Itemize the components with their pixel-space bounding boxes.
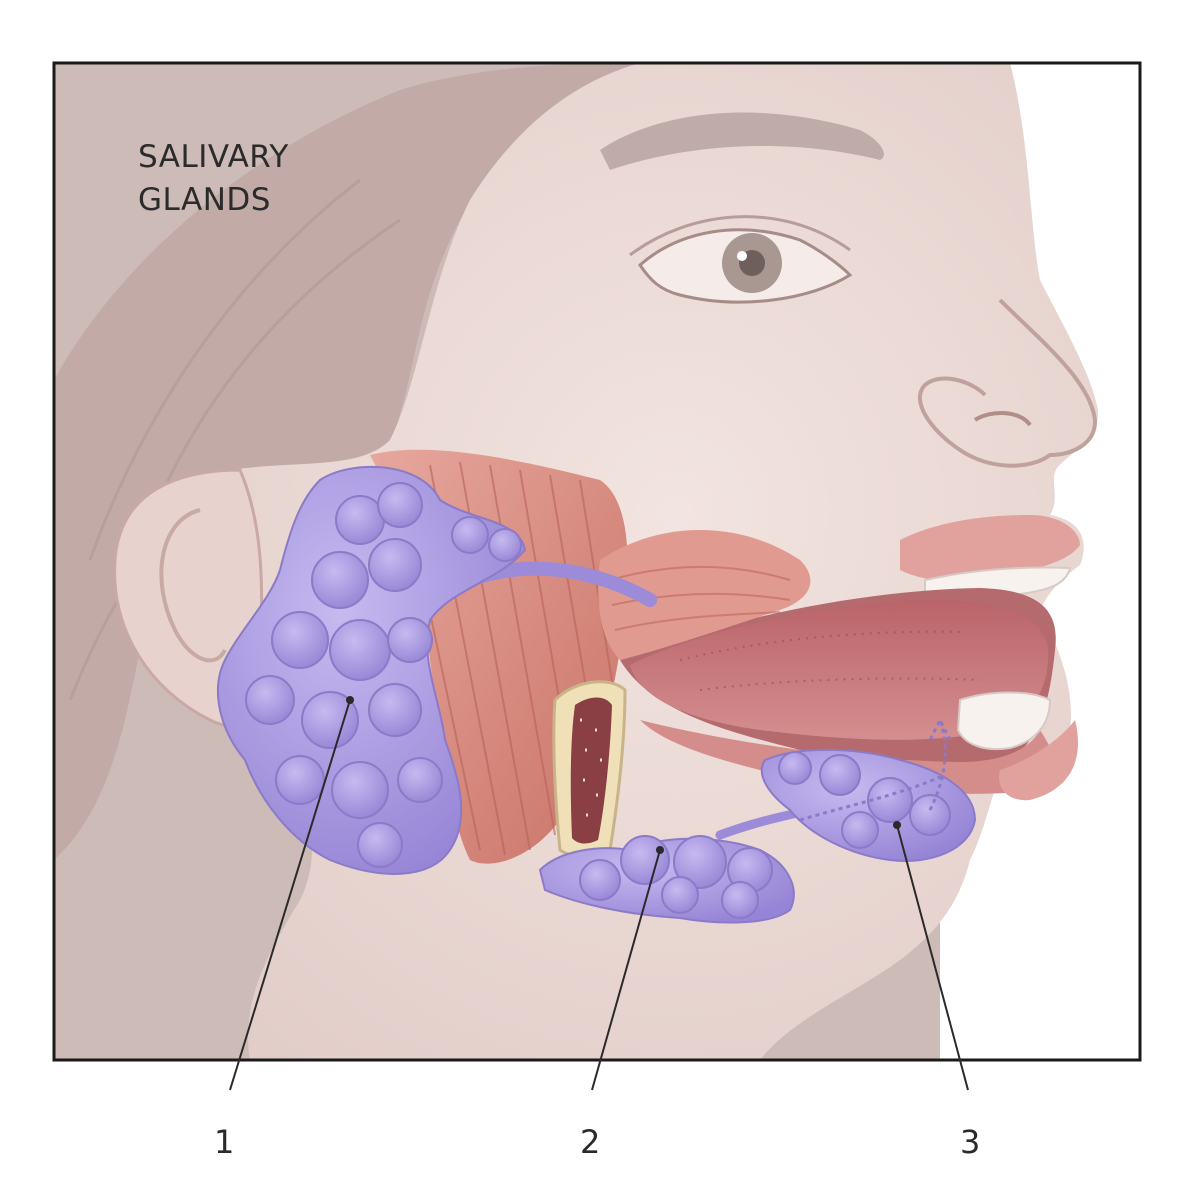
sublingual-ducts [799,716,952,822]
leader-dot-1 [346,696,354,704]
title-line-2: GLANDS [138,182,271,218]
diagram-title: SALIVARY GLANDS [138,136,289,222]
leader-line-2 [591,849,661,1091]
eyelid [629,215,851,257]
label-parotid: 1 [214,1123,235,1161]
buccinator-muscle [598,530,811,660]
title-line-1: SALIVARY [138,139,289,175]
eyebrow [600,112,884,170]
label-submandibular: 2 [580,1123,601,1161]
submandibular-gland [538,835,795,924]
eye-highlight [737,251,747,261]
nose [918,298,1098,468]
lower-teeth [956,691,1052,750]
leader-dot-2 [656,846,664,854]
mandible-marrow [570,697,612,844]
masseter-fibers [399,461,616,856]
ear-inner [159,508,227,663]
parotid-gland [217,465,527,875]
sublingual-gland [760,748,977,862]
diagram-frame [52,61,1142,1062]
nostril [973,411,1032,427]
leader-line-3 [896,824,969,1091]
leader-line-1 [229,699,351,1091]
marrow-dots [580,718,602,817]
label-sublingual: 3 [960,1123,981,1161]
buccinator-fibers [609,565,791,631]
leader-dot-3 [893,821,901,829]
lower-lip [999,720,1078,801]
tongue-texture [679,630,981,691]
upper-lip [900,515,1080,581]
tongue [630,599,1049,740]
